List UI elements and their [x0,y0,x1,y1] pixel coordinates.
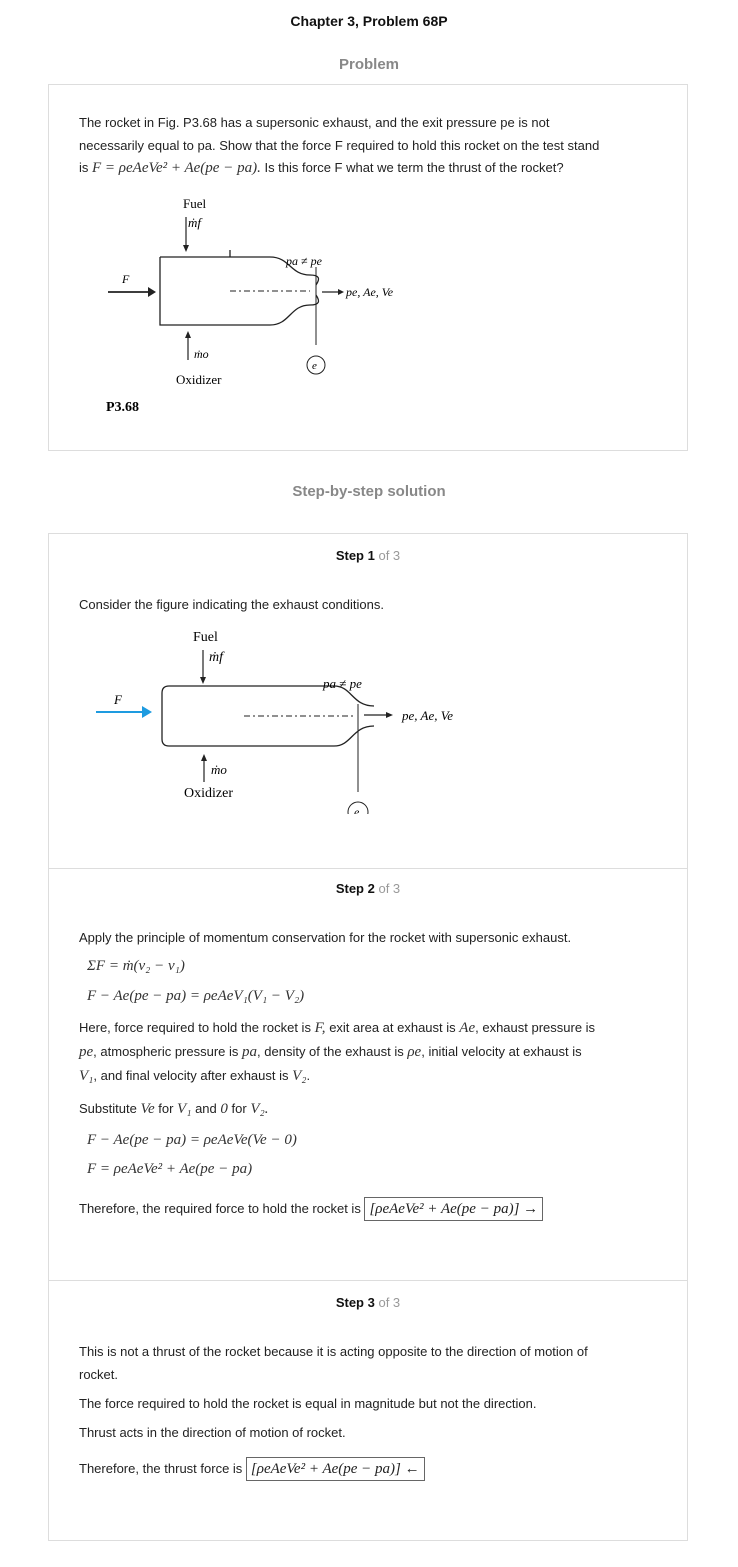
fig1-exit-label: pe, Ae, Ve [401,708,453,723]
step-3-conclusion-text: Therefore, the thrust force is [79,1461,243,1476]
step-2-here-line-2: pe, atmospheric pressure is pa, density … [79,1041,659,1063]
equation-4: F = ρeAeVe² + Ae(pe − pa) [87,1161,253,1177]
here3-a: , and final velocity after exhaust is [93,1068,289,1083]
fig1-oxidizer-label: Oxidizer [184,786,233,801]
problem-line-3-suffix: Is this force F what we term the thrust … [264,160,564,175]
here1-a: Here, force required to hold the rocket … [79,1020,311,1035]
step-2-header: Step 2 of 3 [49,881,687,896]
fig1-e-label: e [354,805,360,814]
fig1-mo-label: ṁo [211,762,227,777]
problem-box [48,84,688,451]
equation-3: F − Ae(pe − pa) = ρeAeVe(Ve − 0) [87,1132,297,1148]
fig-caption: P3.68 [106,400,139,415]
page-title: Chapter 3, Problem 68P [290,13,448,29]
problem-heading: Problem [338,56,399,73]
step-3-of: of 3 [378,1295,401,1310]
here1-F: F, [314,1020,326,1036]
solution-box: Step 1 of 3 Consider the figure indicati… [48,533,688,1541]
here2-c: , initial velocity at exhaust is [421,1044,582,1059]
here3-V1: V₁ [79,1068,94,1084]
problem-line-2: necessarily equal to pa. Show that the f… [79,138,600,153]
equation-1: ΣF = ṁ(v₂ − v₁) [87,958,185,974]
rocket-figure-step1: Fuel ṁf e F pe, Ae, Ve pa ≠ pe ṁo Oxidiz… [96,630,453,814]
fig-F-label: F [121,272,130,286]
problem-line-3: is F = ρeAeVe² + Ae(pe − pa). Is this fo… [79,157,659,179]
fig-pa-pe-label: pa ≠ pe [285,254,323,268]
here2-pe: pe [79,1044,94,1060]
here1-Ae: Ae [459,1020,476,1036]
here3-V2: V₂ [292,1068,307,1084]
subst-V2: V₂. [250,1101,269,1117]
step-divider-1 [49,868,687,869]
step-3-p3: Thrust acts in the direction of motion o… [79,1425,346,1440]
fig-fuel-label: Fuel [183,196,207,211]
here1-c: , exhaust pressure is [475,1020,596,1035]
step-3-conclusion: Therefore, the thrust force is [ρeAeVe² … [79,1457,679,1481]
subst-zero: 0 [220,1101,228,1117]
fig1-F-label: F [113,692,123,707]
step-3-label: Step 3 [335,1295,375,1310]
subst-for-1: for [158,1101,174,1116]
step-3-answer-box: [ρeAeVe² + Ae(pe − pa)] ← [245,1457,425,1481]
step-2-here-line-1: Here, force required to hold the rocket … [79,1017,659,1039]
step-1-of: of 3 [378,548,401,563]
fig1-pa-pe-label: pa ≠ pe [322,676,362,691]
step-1-header: Step 1 of 3 [49,548,687,563]
here2-b: , density of the exhaust is [257,1044,404,1059]
step-2-here-line-3: V₁, and final velocity after exhaust is … [79,1065,659,1087]
fig1-mf-label: ṁf [209,650,225,665]
subst-Ve: Ve [140,1101,155,1117]
step-2-conclusion-text: Therefore, the required force to hold th… [79,1201,361,1216]
step-2-of: of 3 [378,881,401,896]
fig-exit-label: pe, Ae, Ve [345,285,394,299]
step-2-substitute: Substitute Ve for V₁ and 0 for V₂. [79,1098,659,1120]
step-3-p1: This is not a thrust of the rocket becau… [79,1344,588,1359]
step-2-intro: Apply the principle of momentum conserva… [79,930,572,945]
fig1-fuel-label: Fuel [193,630,218,645]
step-2-conclusion: Therefore, the required force to hold th… [79,1197,679,1221]
subst-a: Substitute [79,1101,137,1116]
subst-V1: V₁ [177,1101,192,1117]
here2-pa: pa [242,1044,258,1060]
here3-b: . [306,1068,311,1083]
step-2-answer-box: [ρeAeVe² + Ae(pe − pa)] → [364,1197,544,1221]
step-2-label: Step 2 [335,881,375,896]
step-1-text: Consider the figure indicating the exhau… [79,597,384,612]
step-1-label: Step 1 [335,548,375,563]
step-3-header: Step 3 of 3 [49,1295,687,1310]
fig-oxidizer-label: Oxidizer [176,372,222,387]
problem-line-1: The rocket in Fig. P3.68 has a supersoni… [79,115,550,130]
fig-e-label: e [312,360,317,372]
problem-line-3-prefix: is [79,160,89,175]
here2-a: , atmospheric pressure is [93,1044,239,1059]
subst-for-2: for [231,1101,247,1116]
step-divider-2 [49,1280,687,1281]
rocket-figure-problem: Fuel ṁf e F pe, Ae, Ve pa ≠ pe ṁo Oxidiz… [106,196,394,415]
here1-b: exit area at exhaust is [329,1020,456,1035]
equation-2: F − Ae(pe − pa) = ρeAeV₁(V₁ − V₂) [87,988,305,1004]
fig-mo-label: ṁo [194,347,209,361]
fig-mf-label: ṁf [188,215,203,230]
step-3-p1b: rocket. [79,1367,119,1382]
here2-rho: ρe [407,1044,422,1060]
subst-and: and [195,1101,217,1116]
problem-formula: F = ρeAeVe² + Ae(pe − pa). [92,160,261,176]
solution-heading: Step-by-step solution [292,483,446,500]
step-3-p2: The force required to hold the rocket is… [79,1396,537,1411]
